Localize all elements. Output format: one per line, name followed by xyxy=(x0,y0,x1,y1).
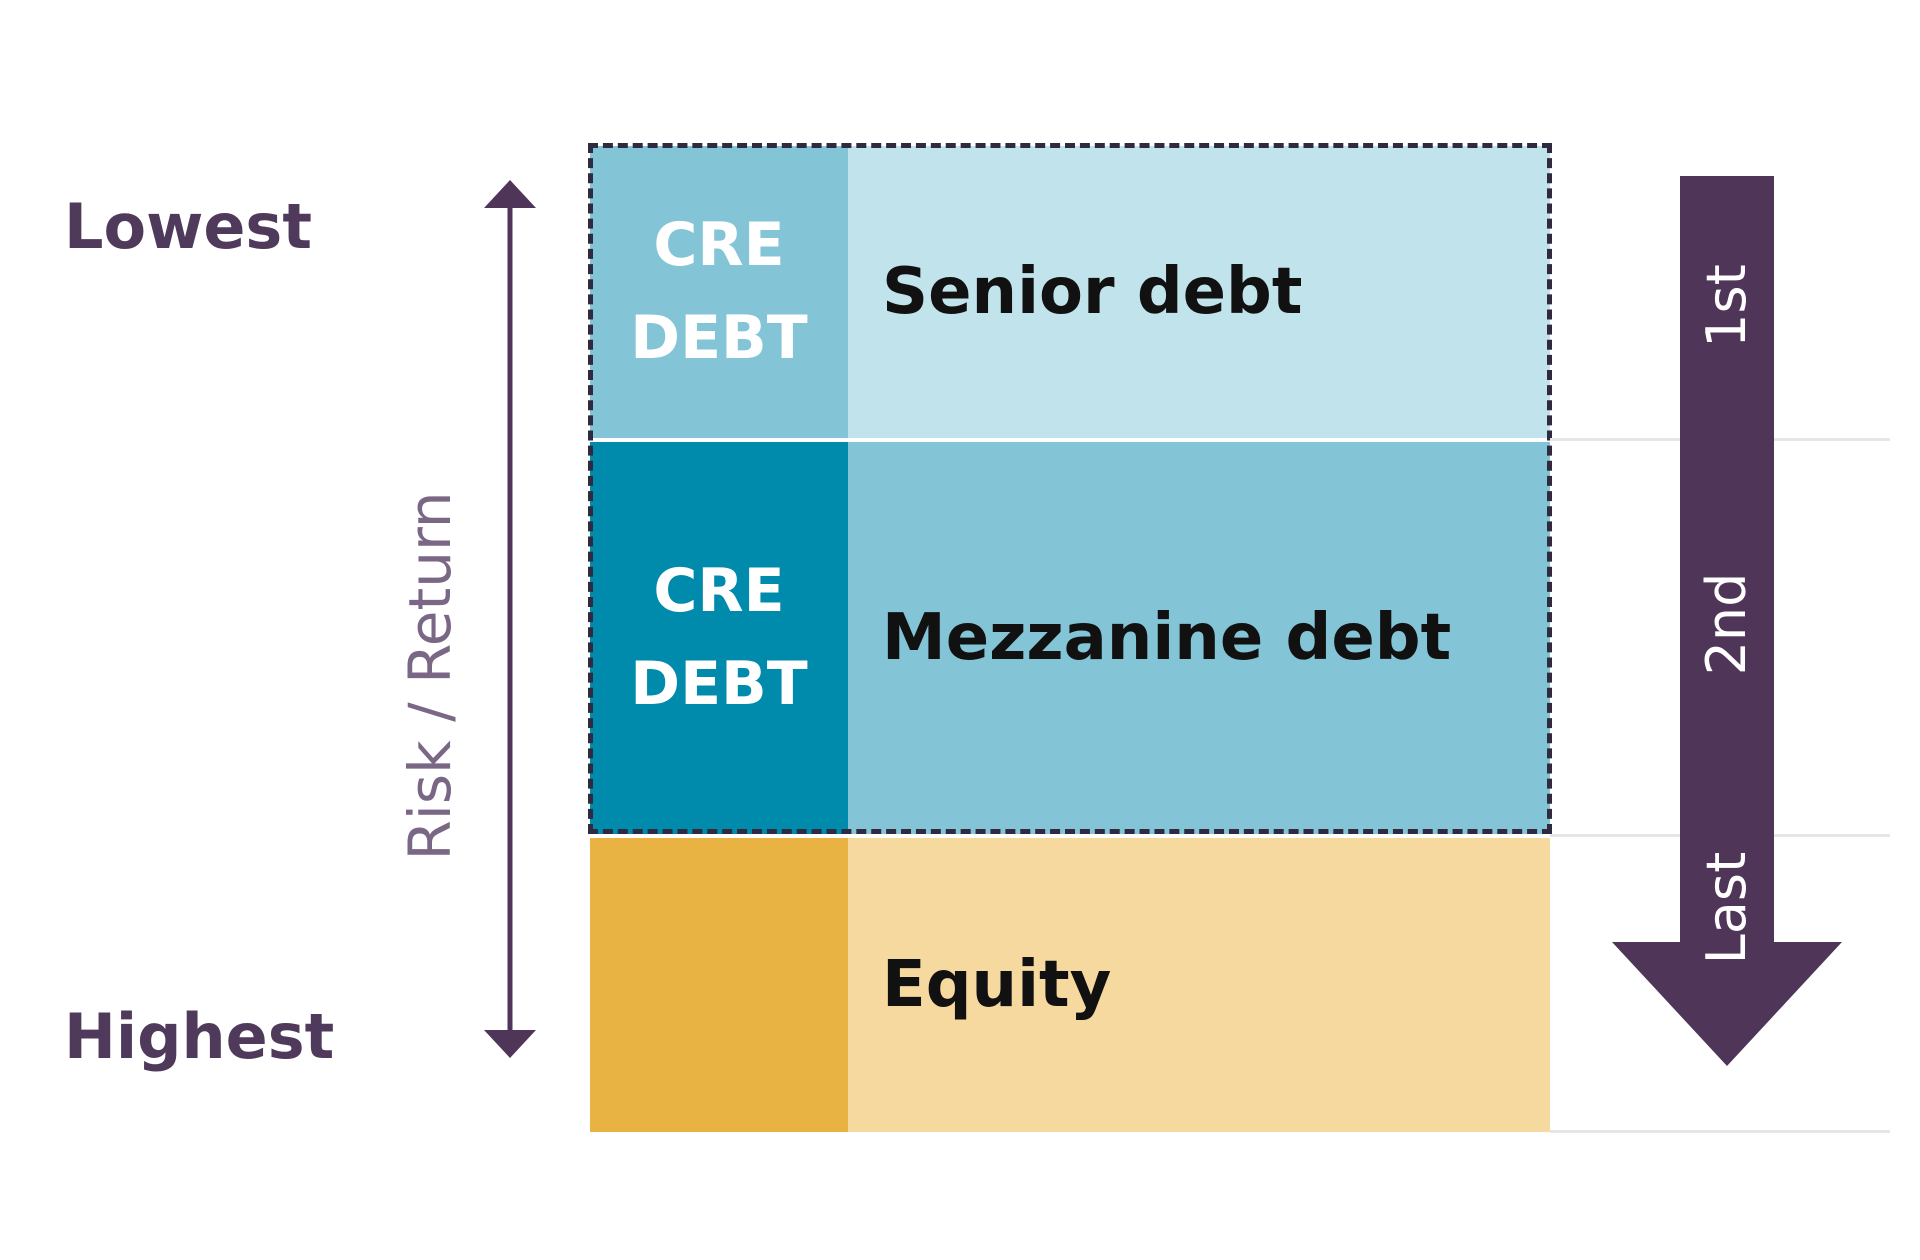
mezzanine-debt-tag: CRE DEBT xyxy=(590,545,848,731)
senior-debt-cell: Senior debt xyxy=(848,146,1550,438)
row-divider xyxy=(1550,1130,1890,1133)
highest-label: Highest xyxy=(64,1000,335,1073)
senior-debt-tag-line-2: DEBT xyxy=(630,303,808,373)
mezzanine-debt-tag-line-2: DEBT xyxy=(630,649,808,719)
equity-cell: Equity xyxy=(848,838,1550,1132)
senior-debt-label: Senior debt xyxy=(882,255,1303,329)
equity-tag-cell xyxy=(590,838,848,1132)
senior-debt-tag-cell: CRE DEBT xyxy=(590,146,848,438)
mezzanine-debt-label: Mezzanine debt xyxy=(882,601,1452,675)
priority-label-first: 1st xyxy=(1695,264,1758,348)
mezzanine-debt-tag-line-1: CRE xyxy=(653,556,785,626)
senior-debt-tag-line-1: CRE xyxy=(653,210,785,280)
equity-label: Equity xyxy=(882,948,1112,1022)
priority-label-second: 2nd xyxy=(1695,572,1758,676)
mezzanine-debt-tag-cell: CRE DEBT xyxy=(590,442,848,834)
priority-label-last: Last xyxy=(1695,851,1758,965)
senior-debt-tag: CRE DEBT xyxy=(590,199,848,385)
lowest-label: Lowest xyxy=(64,190,312,263)
mezzanine-debt-cell: Mezzanine debt xyxy=(848,442,1550,834)
